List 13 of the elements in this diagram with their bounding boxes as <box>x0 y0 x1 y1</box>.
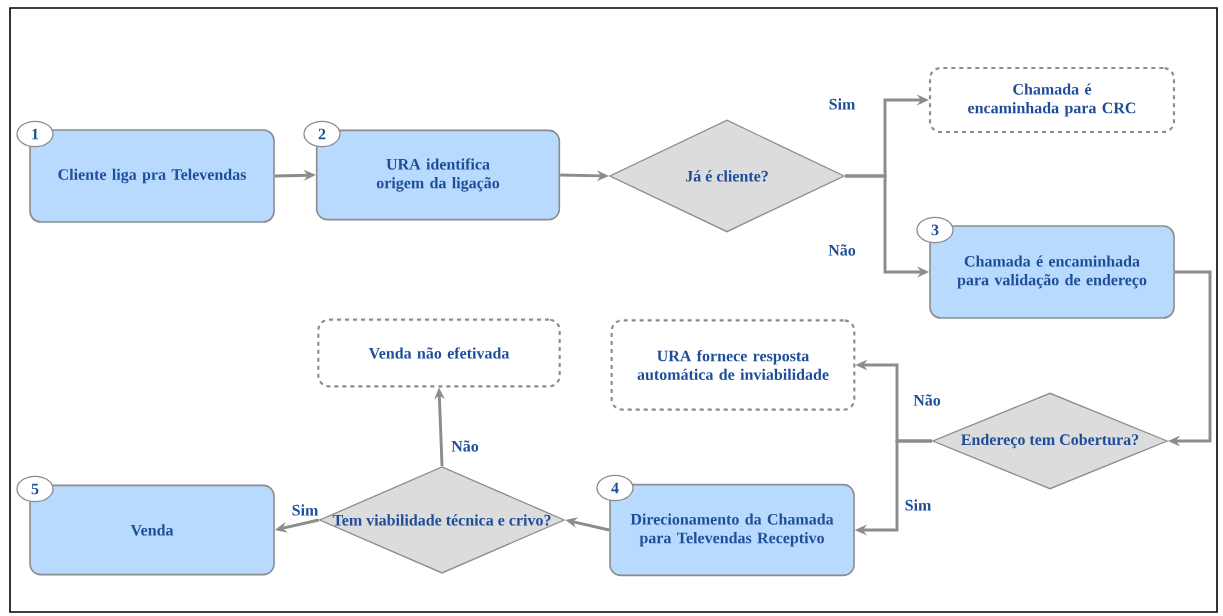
outcome-box: URA fornece resposta automática de inviabilidade <box>610 319 856 411</box>
process-box: URA identifica origem da ligação 2 <box>303 120 561 221</box>
edge-label: Sim <box>827 97 857 111</box>
outcome-box: Chamada é encaminhada para CRC <box>928 66 1176 134</box>
process-box: Cliente liga pra Televendas 1 <box>16 120 275 223</box>
outcome-box: Venda não efetivada <box>317 318 561 388</box>
process-box: Chamada é encaminhada para validação de endereço 3 <box>916 216 1175 319</box>
process-box: Direcionamento da Chamada para Televendas Receptivo 4 <box>596 474 855 577</box>
edge-label: Sim <box>903 498 933 512</box>
edge-label: Não <box>826 243 858 257</box>
edge-label: Sim <box>290 503 320 517</box>
process-box: Venda 5 <box>16 475 275 576</box>
edge-label: Não <box>449 439 481 453</box>
